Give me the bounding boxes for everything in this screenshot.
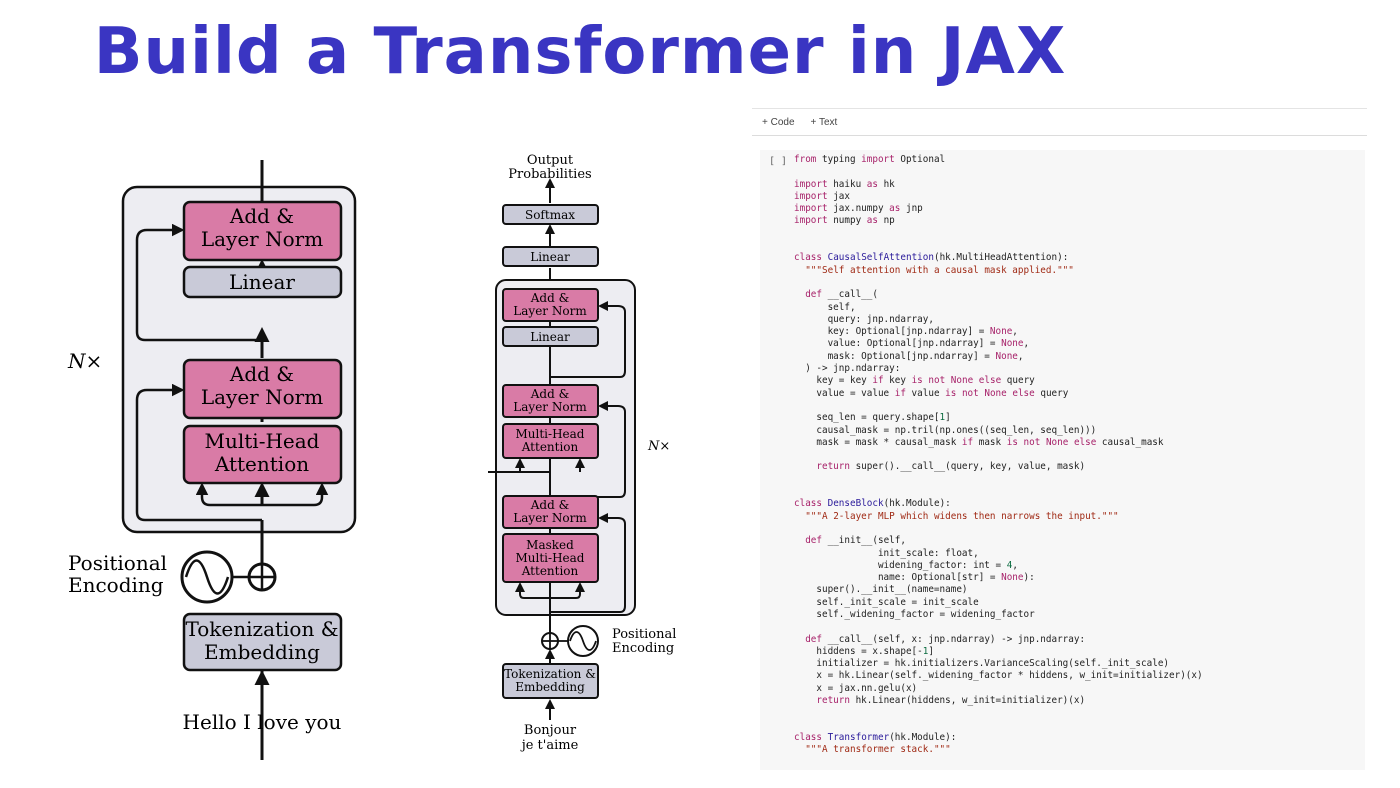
encoder-diagram: Add &Layer Norm Linear Add &Layer Norm M… (67, 160, 357, 760)
encoder-add-norm-bottom-label: Add &Layer Norm (201, 362, 323, 409)
code-editor[interactable]: from typing import Optional import haiku… (794, 154, 1203, 756)
add-code-button[interactable]: + Code (762, 116, 795, 128)
encoder-add-norm-top (182, 200, 343, 262)
notebook-toolbar: + Code + Text (752, 108, 1367, 136)
decoder-tok-emb (502, 663, 599, 699)
decoder-linear-top-label: Linear (530, 250, 570, 264)
page-title: Build a Transformer in JAX (93, 15, 1067, 89)
decoder-linear-inner (502, 326, 599, 347)
encoder-input-text: Hello I love you (183, 710, 342, 734)
decoder-linear-inner-label: Linear (530, 330, 570, 344)
decoder-tok-emb-label: Tokenization &Embedding (504, 667, 596, 694)
sine-icon-decoder (567, 625, 599, 657)
encoder-linear (182, 265, 343, 299)
decoder-add-norm-2-label: Add &Layer Norm (513, 387, 587, 414)
encoder-tok-emb-label: Tokenization &Embedding (185, 617, 338, 664)
decoder-add-norm-1 (502, 288, 599, 322)
decoder-add-norm-2 (502, 384, 599, 418)
notebook-panel: + Code + Text [ ] from typing import Opt… (752, 108, 1367, 788)
decoder-add-norm-3 (502, 495, 599, 529)
encoder-add-norm-bottom (182, 358, 343, 420)
decoder-n-label: N× (647, 439, 670, 454)
add-text-button[interactable]: + Text (810, 116, 838, 128)
decoder-masked-mha (502, 533, 599, 583)
decoder-add-norm-1-label: Add &Layer Norm (513, 291, 587, 318)
decoder-add-norm-3-label: Add &Layer Norm (513, 498, 587, 525)
decoder-linear-top (502, 246, 599, 267)
encoder-add-norm-top-label: Add &Layer Norm (201, 204, 323, 251)
encoder-n-label: N× (67, 349, 102, 373)
encoder-linear-label: Linear (229, 270, 295, 294)
code-cell[interactable]: [ ] from typing import Optional import h… (760, 150, 1365, 770)
run-cell-button[interactable]: [ ] (769, 156, 788, 167)
encoder-mha (182, 424, 343, 485)
decoder-mha (502, 423, 599, 459)
decoder-softmax-label: Softmax (525, 208, 575, 222)
